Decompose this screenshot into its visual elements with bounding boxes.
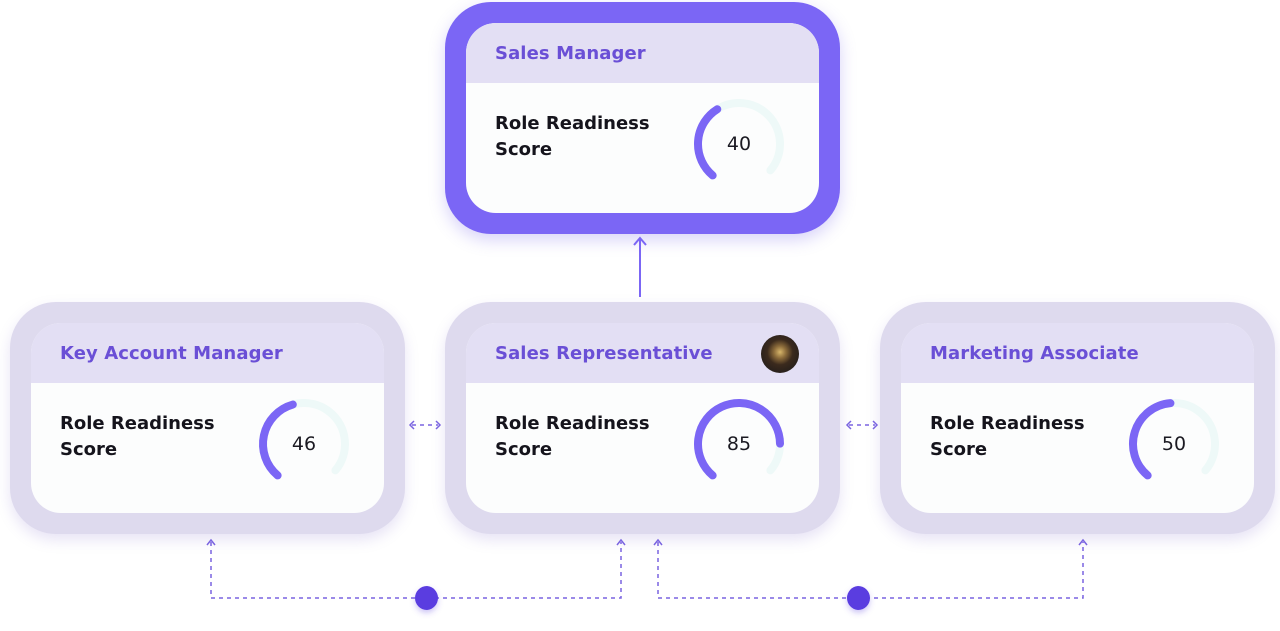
role-card-header: Sales Manager: [466, 23, 819, 83]
role-card-header: Key Account Manager: [31, 323, 384, 383]
readiness-gauge: 40: [684, 89, 794, 199]
role-title: Key Account Manager: [60, 343, 283, 364]
metric-label: Role Readiness Score: [495, 113, 650, 160]
role-card-marketing-associate[interactable]: Marketing Associate Role Readiness Score…: [880, 302, 1275, 534]
readiness-gauge: 85: [684, 389, 794, 499]
role-card-key-account-manager[interactable]: Key Account Manager Role Readiness Score…: [10, 302, 405, 534]
metric-label: Role Readiness Score: [495, 413, 650, 460]
gauge-fill: [694, 399, 784, 480]
role-card-header: Sales Representative: [466, 323, 819, 383]
role-title: Sales Representative: [495, 343, 713, 364]
lateral-arrow-left: [408, 420, 442, 430]
readiness-gauge: 50: [1119, 389, 1229, 499]
path-node-dot[interactable]: [844, 586, 870, 610]
role-card-body: Sales Manager Role Readiness Score 40: [466, 23, 819, 213]
gauge-fill: [1129, 399, 1175, 480]
role-card-body: Sales Representative Role Readiness Scor…: [466, 323, 819, 513]
path-node-dot[interactable]: [415, 586, 441, 610]
gauge-fill: [694, 105, 722, 180]
gauge-value: 85: [726, 433, 752, 455]
user-avatar[interactable]: [761, 335, 799, 373]
role-card-sales-manager[interactable]: Sales Manager Role Readiness Score 40: [445, 2, 840, 234]
metric-label: Role Readiness Score: [60, 413, 215, 460]
role-title: Sales Manager: [495, 43, 646, 64]
role-card-body: Marketing Associate Role Readiness Score…: [901, 323, 1254, 513]
gauge-value: 46: [291, 433, 317, 455]
gauge-fill: [259, 400, 297, 480]
metric-label: Role Readiness Score: [930, 413, 1085, 460]
promotion-arrow: [633, 236, 647, 297]
transition-path-right: [653, 538, 1088, 599]
role-card-body: Key Account Manager Role Readiness Score…: [31, 323, 384, 513]
role-card-sales-representative[interactable]: Sales Representative Role Readiness Scor…: [445, 302, 840, 534]
role-card-header: Marketing Associate: [901, 323, 1254, 383]
gauge-value: 50: [1161, 433, 1187, 455]
gauge-value: 40: [726, 133, 752, 155]
role-title: Marketing Associate: [930, 343, 1139, 364]
lateral-arrow-right: [845, 420, 879, 430]
readiness-gauge: 46: [249, 389, 359, 499]
transition-path-left: [206, 538, 626, 599]
